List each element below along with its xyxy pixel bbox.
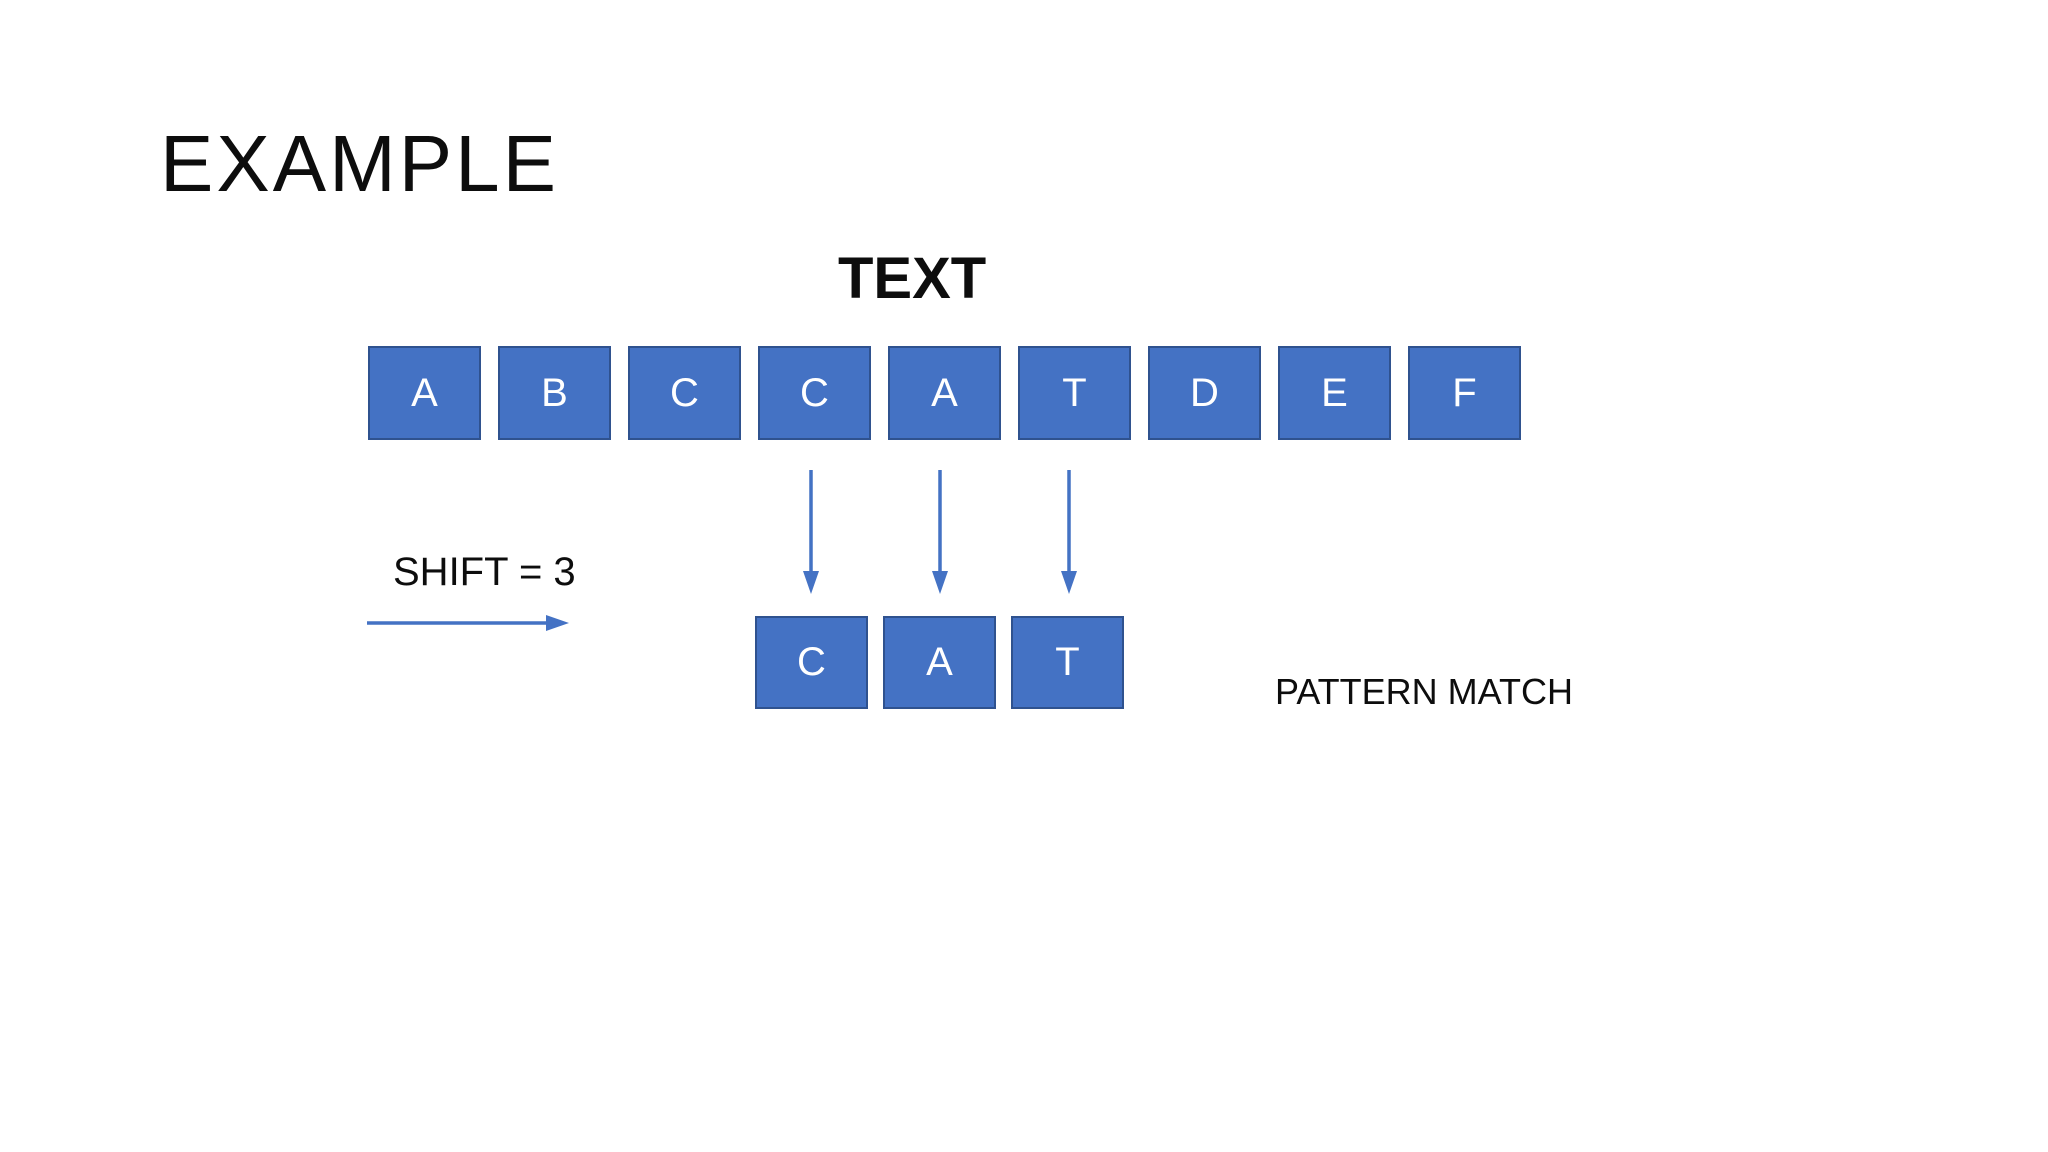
text-cell: T <box>1018 346 1131 440</box>
right-arrow-icon <box>367 615 569 631</box>
text-section-heading: TEXT <box>838 246 987 311</box>
slide-title: EXAMPLE <box>160 119 559 208</box>
pattern-cell: C <box>755 616 868 709</box>
pattern-row: C A T <box>755 616 1124 709</box>
text-cell: A <box>888 346 1001 440</box>
text-cell: C <box>758 346 871 440</box>
shift-label: SHIFT = 3 <box>393 550 576 594</box>
pattern-cell: A <box>883 616 996 709</box>
pattern-match-label: PATTERN MATCH <box>1275 671 1573 712</box>
text-cell: B <box>498 346 611 440</box>
text-cell: F <box>1408 346 1521 440</box>
down-arrow-icon <box>803 470 819 594</box>
pattern-cell: T <box>1011 616 1124 709</box>
down-arrow-icon <box>932 470 948 594</box>
text-row: A B C C A T D E F <box>368 346 1521 440</box>
text-cell: E <box>1278 346 1391 440</box>
text-cell: D <box>1148 346 1261 440</box>
text-cell: A <box>368 346 481 440</box>
down-arrow-icon <box>1061 470 1077 594</box>
text-cell: C <box>628 346 741 440</box>
